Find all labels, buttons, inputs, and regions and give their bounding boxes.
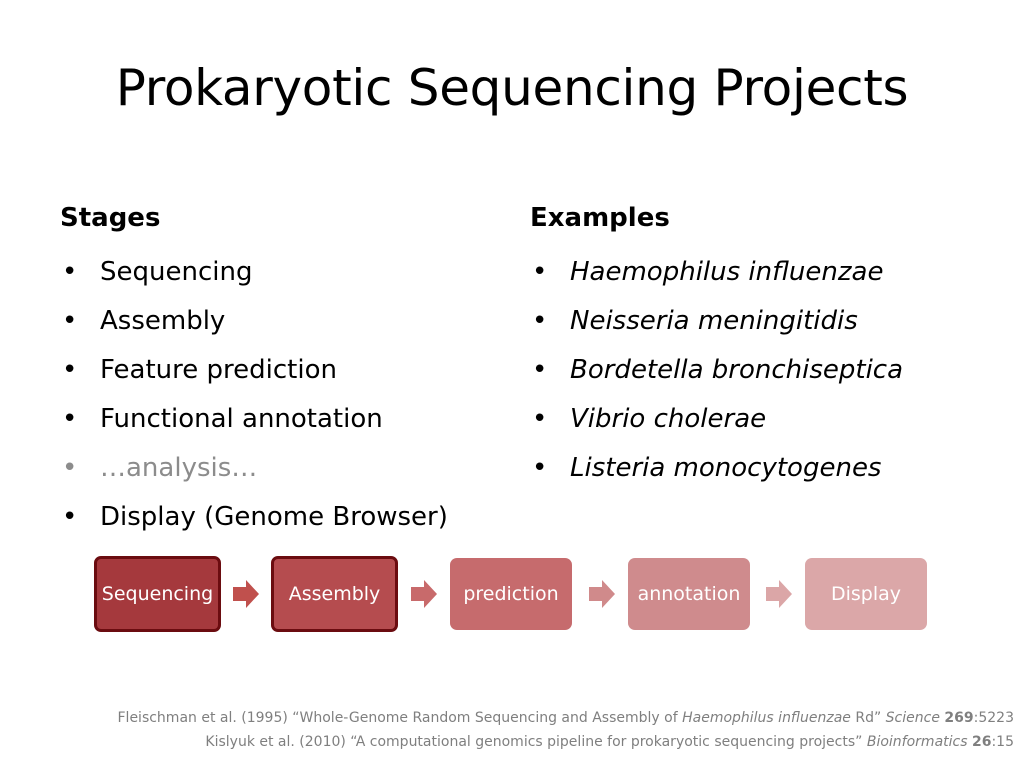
bullet-icon: • [532, 453, 548, 483]
bullet-icon: • [62, 257, 78, 287]
list-item: •Vibrio cholerae [530, 395, 1000, 444]
arrow-right-icon [233, 580, 259, 608]
pipeline-step-assembly: Assembly [271, 556, 398, 632]
pipeline-step-sequencing: Sequencing [94, 556, 221, 632]
list-item: •Sequencing [60, 248, 500, 297]
bullet-icon: • [62, 404, 78, 434]
pipeline-step-prediction: prediction [450, 558, 572, 630]
bullet-icon: • [532, 306, 548, 336]
bullet-icon: • [62, 306, 78, 336]
list-item: •Assembly [60, 297, 500, 346]
stages-list: •Sequencing •Assembly •Feature predictio… [60, 248, 500, 542]
arrow-right-icon [766, 580, 792, 608]
bullet-icon: • [532, 355, 548, 385]
slide-title: Prokaryotic Sequencing Projects [115, 59, 909, 117]
stages-column: Stages •Sequencing •Assembly •Feature pr… [60, 200, 500, 542]
stages-heading: Stages [60, 203, 161, 233]
pipeline-step-display: Display [805, 558, 927, 630]
reference-line: Fleischman et al. (1995) “Whole-Genome R… [117, 710, 1015, 726]
bullet-icon: • [62, 502, 78, 532]
list-item: •Feature prediction [60, 346, 500, 395]
arrow-right-icon [589, 580, 615, 608]
bullet-icon: • [62, 355, 78, 385]
examples-column: Examples •Haemophilus influenzae •Neisse… [530, 200, 1000, 493]
examples-heading: Examples [530, 203, 670, 233]
reference-line: Kislyuk et al. (2010) “A computational g… [205, 734, 1014, 750]
bullet-icon: • [532, 257, 548, 287]
examples-list: •Haemophilus influenzae •Neisseria menin… [530, 248, 1000, 493]
bullet-icon: • [62, 453, 78, 483]
references: Fleischman et al. (1995) “Whole-Genome R… [118, 706, 1015, 754]
pipeline-step-annotation: annotation [628, 558, 750, 630]
list-item: •Functional annotation [60, 395, 500, 444]
bullet-icon: • [532, 404, 548, 434]
arrow-right-icon [411, 580, 437, 608]
list-item: •Neisseria meningitidis [530, 297, 1000, 346]
pipeline-diagram: Sequencing Assembly prediction annotatio… [0, 556, 1024, 634]
list-item: •Listeria monocytogenes [530, 444, 1000, 493]
list-item: •…analysis… [60, 444, 500, 493]
list-item: •Bordetella bronchiseptica [530, 346, 1000, 395]
list-item: •Haemophilus influenzae [530, 248, 1000, 297]
list-item: •Display (Genome Browser) [60, 493, 500, 542]
